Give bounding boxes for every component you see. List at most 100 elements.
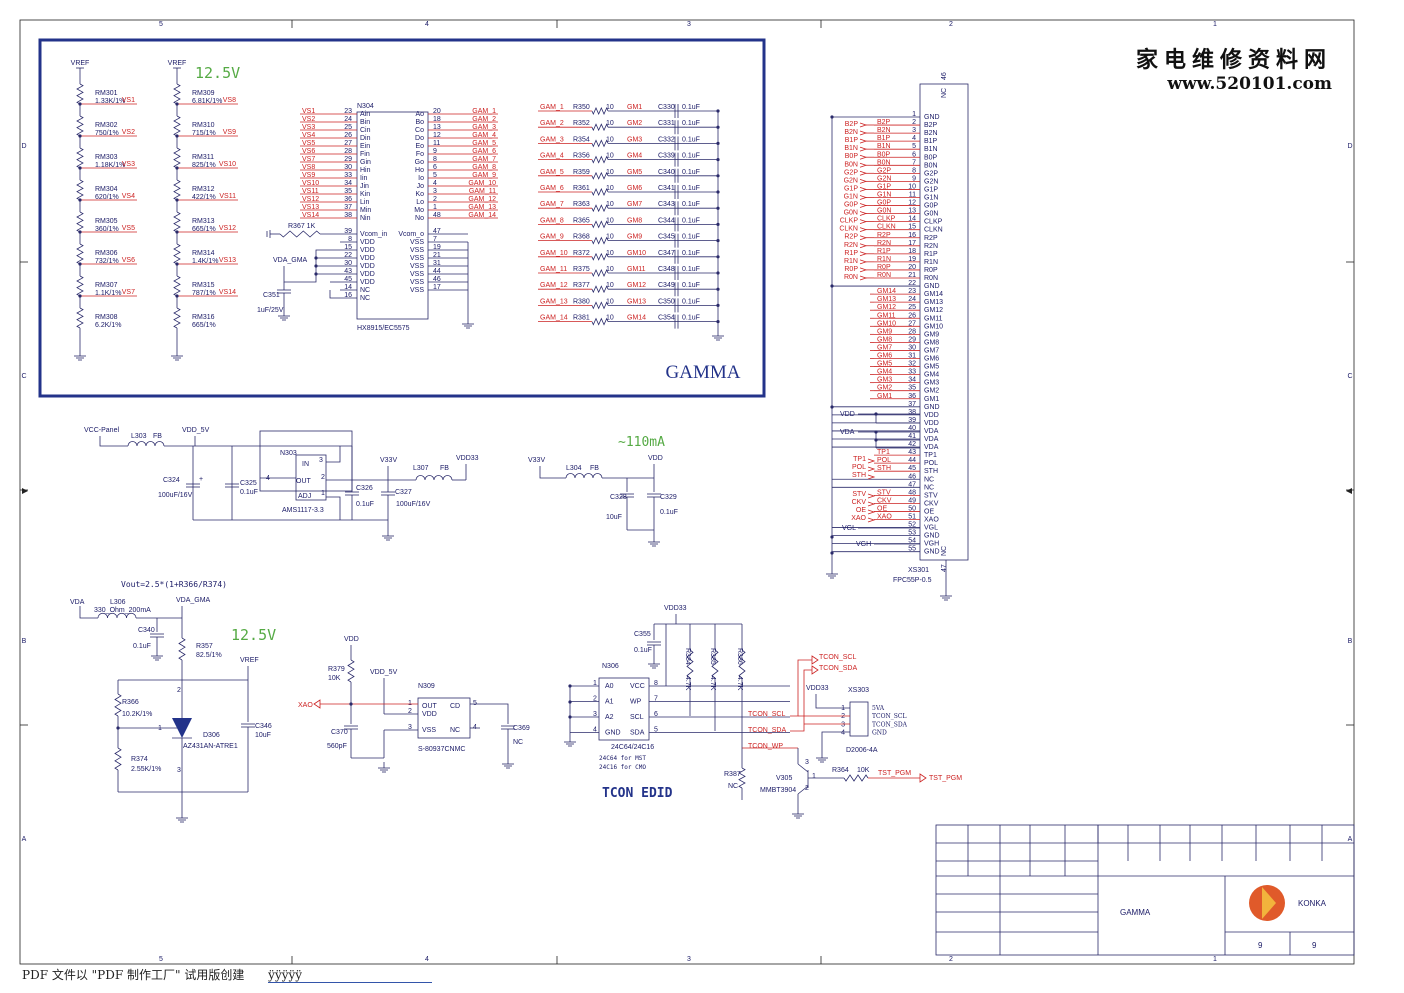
connector-net-label: CKV [877,497,892,504]
connector-pin-name: NC [924,476,934,483]
pin-number: 36 [908,393,916,400]
connector-net-label: B1P [877,135,891,142]
connector-net-label: POL [877,457,891,464]
footer-link[interactable]: ÿÿÿÿÿ [268,968,433,983]
net-label: GAM_7 [472,156,496,163]
pin-number: 26 [908,312,916,319]
c327-label: C327 [395,489,412,496]
connector-pin-name: GND [924,283,940,290]
connector-net-label: G1P [877,183,891,190]
frame-row-label: C [21,373,26,380]
net-label: VS10 [302,180,319,187]
pullup-resistor [686,649,694,679]
net-label: VS13 [302,204,319,211]
lvds-net-label: B2P [845,121,859,128]
gm-net-label: GM8 [627,217,642,224]
gam-net-label: GAM_2 [540,120,564,127]
connector-net-label: G0P [877,200,891,207]
net-arrow [859,122,868,128]
connector-pin-name: B0N [924,162,938,169]
title-block-title: GAMMA [1120,908,1151,917]
pin-number: 3 [841,721,845,728]
lvds-net-label: R0N [844,274,858,281]
pin-name: Jin [360,183,369,190]
gam-resistor-ref: R359 [573,169,590,176]
connector-pin-name: G1N [924,195,938,202]
connector-pin-name: GM1 [924,396,939,403]
pin-name: SCL [630,714,644,721]
net-arrow [867,466,876,472]
pin-number: 22 [344,252,352,259]
gm-net-label: GM3 [627,136,642,143]
pin-number: 53 [908,530,916,537]
pullup-value: 4.7K [709,676,716,691]
net-label: VS6 [122,257,135,264]
gam-cap-value: 0.1uF [682,234,700,241]
pin-number: 30 [908,344,916,351]
pin-number: 31 [908,353,916,360]
net-arrow [811,665,819,675]
l306-value: 330_Ohm_200mA [94,607,151,614]
pin-name: GND [605,730,621,737]
wire [79,606,98,619]
pin-number: 7 [912,159,916,166]
pin-name: Lin [360,199,369,206]
net-label: VS14 [302,212,319,219]
connector-net-label: GM5 [877,361,892,368]
wire [797,785,809,795]
pin-name: VSS [410,247,424,254]
wire [283,249,340,283]
pin-number: 38 [344,212,352,219]
pin-number: 3 [433,188,437,195]
gm-net-label: GM14 [627,315,646,322]
pin-number: 8 [348,236,352,243]
pin-number: 2 [912,119,916,126]
power-label: VREF [71,60,90,67]
connector-pin-name: GM6 [924,356,939,363]
pin-name: VDD [360,255,375,262]
gam-resistor [591,171,609,180]
frame-row-label: A [22,836,27,843]
pin-number: 3 [805,759,809,766]
ladder-resistor [173,243,181,265]
connector-pin-name: GM7 [924,347,939,354]
gm-net-label: GM1 [627,104,642,111]
gam-cap-ref: C340 [658,169,675,176]
connector-pin-name: GND [924,114,940,121]
gam-cap-ref: C330 [658,104,675,111]
gam-resistor-value: 10 [606,298,614,305]
footer-text: PDF 文件以 "PDF 制作工厂" 试用版创建 [22,968,245,982]
pin-number: 35 [908,385,916,392]
ladder-resistor [173,211,181,233]
d306-part: AZ431AN-ATRE1 [183,743,238,750]
xs301-label: XS301 [908,567,929,574]
pin-number: 7 [654,696,658,703]
lvds-net-label: R0P [844,266,858,273]
net-arrow [811,655,819,665]
net-label: VS12 [302,196,319,203]
net-arrow [859,275,868,281]
n303-label: N303 [280,450,297,457]
gam-resistor [591,252,609,261]
frame-col-label: 2 [949,21,953,28]
connector-pin-name: OE [924,508,934,515]
gam-resistor-value: 10 [606,153,614,160]
pin-number: 5 [912,143,916,150]
vref-label: VREF [240,657,259,664]
ic-n304 [356,111,429,320]
pin-number: 19 [433,244,441,251]
frame-row-label: D [21,143,26,150]
gam-net-label: GAM_7 [540,201,564,208]
connector-net-label: GM14 [877,288,896,295]
connector-pin-name: GM8 [924,339,939,346]
pin-number: 30 [344,164,352,171]
resistor-value: 1.18K/1% [95,162,125,169]
n309-ic [417,697,471,739]
xs301-part: FPC55P-0.5 [893,577,932,584]
edid-note: 24C64 for MST [599,755,646,762]
connector-net-label: R0N [877,272,891,279]
pin-number: 29 [908,336,916,343]
connector-net-label: OE [877,505,887,512]
zener-diode [172,718,192,738]
pin-name: Kin [360,191,370,198]
